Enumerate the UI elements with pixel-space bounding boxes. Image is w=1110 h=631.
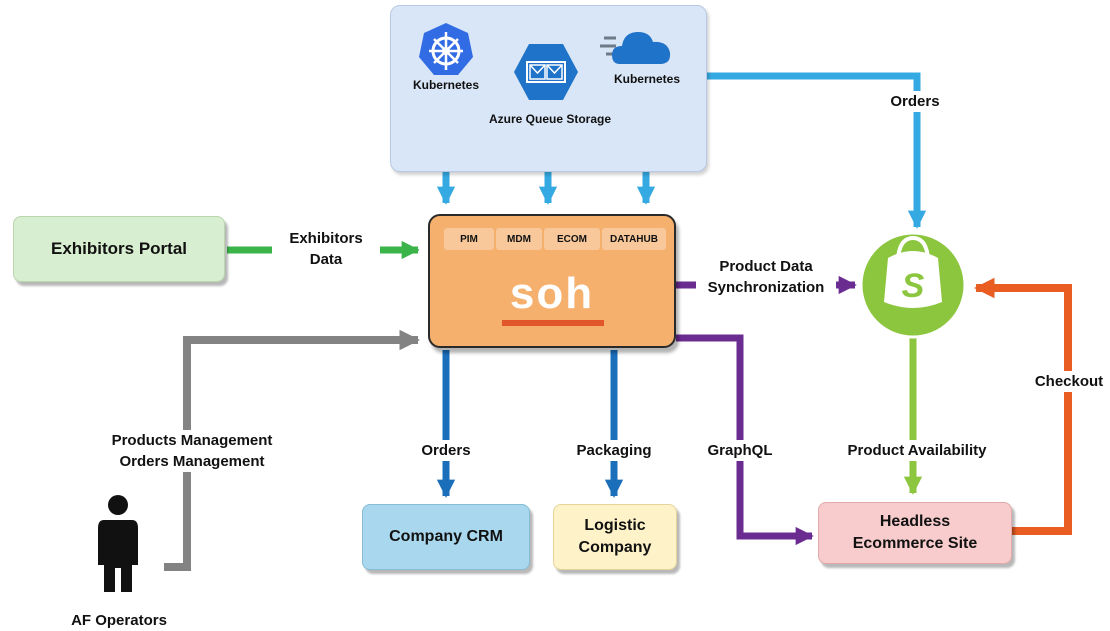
product-availability-label: Product Availability <box>832 440 1002 461</box>
soh-platform-box: PIM MDM ECOM DATAHUB soh <box>428 214 676 348</box>
logistic-company-box: Logistic Company <box>553 504 677 570</box>
checkout-label: Checkout <box>1026 371 1110 392</box>
tab-pim: PIM <box>444 228 494 250</box>
shopify-icon: S <box>859 231 967 339</box>
orders-bottom-label: Orders <box>410 440 482 461</box>
person-icon <box>98 495 138 592</box>
queue-label: Azure Queue Storage <box>488 112 612 126</box>
cloud-icon <box>600 32 671 64</box>
company-crm-box: Company CRM <box>362 504 530 570</box>
orders-management-label: Orders Management <box>88 451 296 472</box>
svg-text:S: S <box>902 267 925 305</box>
product-sync-label: Product Data Synchronization <box>696 256 836 298</box>
soh-logo-underline <box>502 320 604 326</box>
exhibitors-portal-box: Exhibitors Portal <box>13 216 225 282</box>
exhibitors-data-label: Exhibitors Data <box>272 228 380 270</box>
orders-top-label: Orders <box>878 91 952 112</box>
arrow-orders-to-shopify <box>694 72 927 229</box>
soh-logo: soh <box>509 269 595 318</box>
tab-ecom: ECOM <box>544 228 600 250</box>
kubernetes-right-label: Kubernetes <box>613 72 681 86</box>
graphql-label: GraphQL <box>700 440 780 461</box>
kubernetes-icon <box>419 23 473 75</box>
products-management-label: Products Management <box>88 430 296 451</box>
arrow-graphql-to-headless <box>676 334 814 546</box>
packaging-label: Packaging <box>560 440 668 461</box>
headless-ecommerce-box: Headless Ecommerce Site <box>818 502 1012 564</box>
tab-mdm: MDM <box>496 228 542 250</box>
tab-datahub: DATAHUB <box>602 228 666 250</box>
queue-storage-icon <box>514 44 578 100</box>
af-operators-label: AF Operators <box>71 612 167 629</box>
kubernetes-left-label: Kubernetes <box>412 78 480 92</box>
arrow-checkout-to-shopify <box>973 277 1072 535</box>
